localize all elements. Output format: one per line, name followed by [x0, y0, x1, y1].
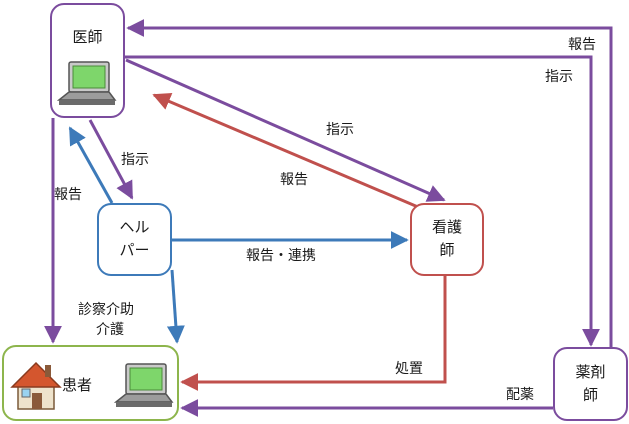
edge-nurse-to-doctor — [152, 93, 419, 209]
edge-label-doctor-to-nurse: 指示 — [326, 122, 354, 138]
nurse-label-line2: 師 — [439, 241, 455, 259]
node-patient: 患者 — [2, 345, 179, 421]
edge-doctor-to-helper — [88, 119, 134, 200]
edge-doctor-to-nurse — [125, 58, 446, 202]
nurse-label-line1: 看護 — [431, 218, 462, 236]
helper-label-line2: パー — [119, 241, 150, 259]
edge-label-nurse-to-patient: 処置 — [395, 361, 423, 377]
edge-pharmacist-to-doctor — [126, 19, 613, 348]
pharmacist-label-line1: 薬剤 — [575, 363, 606, 381]
pharmacist-label-line2: 師 — [582, 386, 598, 404]
laptop-icon — [114, 363, 174, 407]
edge-label-helper-to-patient-line2: 介護 — [96, 322, 124, 338]
edge-doctor-to-pharmacist — [125, 55, 600, 347]
node-doctor: 医師 — [50, 3, 125, 118]
patient-label: 患者 — [62, 376, 93, 394]
edge-helper-to-doctor — [68, 126, 114, 204]
node-pharmacist: 薬剤 師 — [553, 347, 628, 421]
edge-helper-to-patient — [166, 269, 185, 344]
helper-label-line1: ヘル — [119, 218, 150, 236]
edge-label-nurse-to-doctor: 報告 — [280, 172, 308, 188]
edge-label-doctor-to-pharmacist: 指示 — [545, 69, 573, 85]
edge-label-helper-to-patient-line1: 診察介助 — [78, 302, 134, 318]
edge-label-helper-to-doctor: 報告 — [54, 187, 82, 203]
house-icon — [10, 361, 62, 410]
doctor-label: 医師 — [72, 28, 103, 46]
node-helper: ヘル パー — [97, 203, 172, 276]
edge-label-doctor-to-helper: 指示 — [121, 152, 149, 168]
edge-label-pharmacist-to-patient: 配薬 — [506, 387, 534, 403]
node-nurse: 看護 師 — [410, 203, 484, 276]
edge-label-helper-to-nurse: 報告・連携 — [246, 248, 316, 264]
laptop-icon — [57, 61, 117, 105]
edge-nurse-to-patient — [180, 276, 447, 391]
edge-label-pharmacist-to-doctor: 報告 — [568, 37, 596, 53]
